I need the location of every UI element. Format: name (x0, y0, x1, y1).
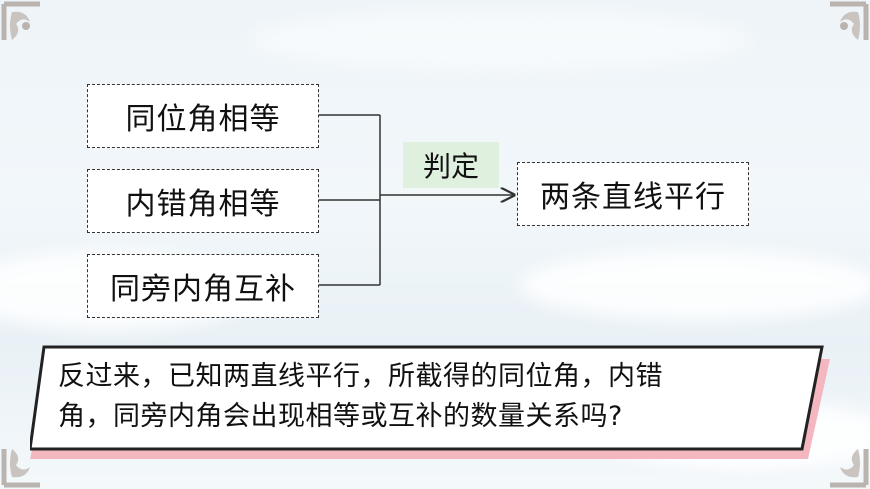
conclusion-box: 两条直线平行 (517, 162, 749, 226)
condition-label: 内错角相等 (125, 187, 281, 222)
corner-ornament-bottom-right (830, 449, 869, 488)
relation-label: 判定 (403, 142, 499, 188)
question-line-1: 反过来，已知两直线平行，所截得的同位角，内错 (58, 361, 663, 392)
cloud-decoration (520, 250, 870, 320)
corner-ornament-top-right (830, 1, 869, 40)
condition-label: 同位角相等 (125, 102, 281, 137)
corner-ornament-top-left (1, 1, 40, 40)
conclusion-label: 两条直线平行 (540, 180, 726, 215)
question-banner: 反过来，已知两直线平行，所截得的同位角，内错 角，同旁内角会出现相等或互补的数量… (30, 345, 830, 460)
question-banner-frame (30, 345, 830, 459)
question-text: 反过来，已知两直线平行，所截得的同位角，内错 角，同旁内角会出现相等或互补的数量… (58, 357, 818, 437)
condition-label: 同旁内角互补 (110, 272, 296, 307)
corner-ornament-bottom-left (1, 449, 40, 488)
cloud-decoration (250, 10, 750, 70)
question-line-2: 角，同旁内角会出现相等或互补的数量关系吗? (58, 401, 623, 432)
condition-box-alternate-angles: 内错角相等 (87, 169, 319, 233)
condition-box-corresponding-angles: 同位角相等 (87, 84, 319, 148)
relation-label-text: 判定 (422, 150, 479, 183)
condition-box-co-interior-angles: 同旁内角互补 (87, 254, 319, 318)
